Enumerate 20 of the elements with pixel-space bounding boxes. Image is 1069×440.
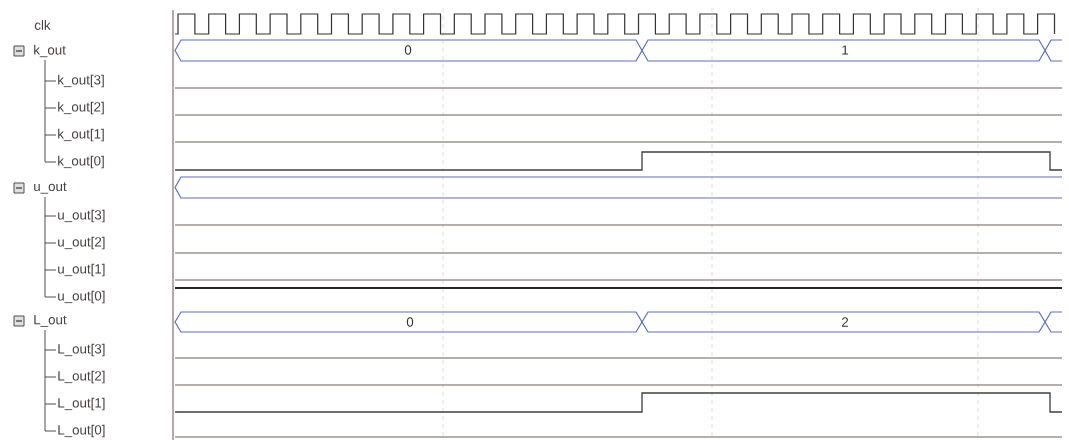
bus-value: 2: [841, 317, 849, 327]
signal-name: u_out[2]: [58, 236, 105, 250]
signal-name: k_out[3]: [58, 74, 104, 88]
bus-value: 0: [404, 45, 412, 55]
signal-name: clk: [34, 20, 51, 30]
bus-value: 1: [842, 45, 849, 55]
signal-name: k_out[2]: [58, 101, 104, 115]
signal-name: u_out[0]: [58, 290, 105, 304]
signal-name: L_out: [34, 315, 67, 327]
signal-name: k_out[1]: [58, 128, 104, 142]
signal-name: L_out[0]: [58, 424, 105, 438]
bus-value: 0: [406, 317, 414, 327]
signal-name: u_out: [34, 182, 67, 194]
signal-name: u_out[3]: [58, 209, 105, 223]
signal-name: L_out[2]: [58, 370, 105, 384]
signal-name: L_out[3]: [58, 343, 105, 357]
signal-name: u_out[1]: [58, 263, 105, 277]
signal-name: k_out: [34, 44, 66, 58]
signal-name: k_out[0]: [58, 155, 104, 169]
signal-name: L_out[1]: [58, 397, 105, 411]
